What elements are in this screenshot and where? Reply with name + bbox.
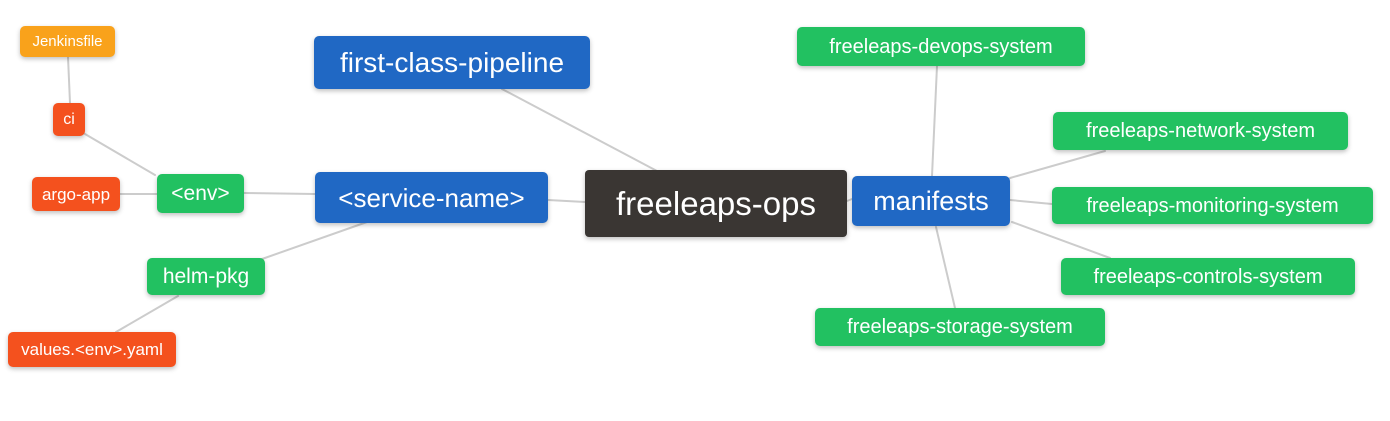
node-freeleaps-storage-system[interactable]: freeleaps-storage-system (815, 308, 1105, 346)
edge-pipeline-root (501, 88, 658, 172)
node-argo-app[interactable]: argo-app (32, 177, 120, 211)
node-service-name[interactable]: <service-name> (315, 172, 548, 223)
node-ci[interactable]: ci (53, 103, 85, 136)
node-freeleaps-monitoring-system[interactable]: freeleaps-monitoring-system (1052, 187, 1373, 224)
edge-servicename-root (547, 199, 586, 203)
node-values-env-yaml[interactable]: values.<env>.yaml (8, 332, 176, 367)
edge-manifests-monitoring (1009, 199, 1053, 205)
node-root-freeleaps-ops[interactable]: freeleaps-ops (585, 170, 847, 237)
edge-jenkinsfile-ci (67, 56, 71, 104)
node-jenkinsfile[interactable]: Jenkinsfile (20, 26, 115, 57)
edge-env-servicename (243, 192, 316, 195)
edge-manifests-storage (935, 226, 956, 309)
edge-values-helmpkg (115, 295, 179, 333)
edge-ci-env (84, 133, 156, 176)
edge-root-manifests (846, 198, 853, 202)
node-helm-pkg[interactable]: helm-pkg (147, 258, 265, 295)
node-manifests[interactable]: manifests (852, 176, 1010, 226)
node-env[interactable]: <env> (157, 174, 244, 213)
edge-manifests-network (1009, 150, 1106, 179)
node-first-class-pipeline[interactable]: first-class-pipeline (314, 36, 590, 89)
node-freeleaps-devops-system[interactable]: freeleaps-devops-system (797, 27, 1085, 66)
edge-manifests-controls (1011, 221, 1111, 259)
node-freeleaps-network-system[interactable]: freeleaps-network-system (1053, 112, 1348, 150)
edge-manifests-devops (931, 65, 938, 177)
edge-helmpkg-servicename (261, 221, 368, 260)
node-freeleaps-controls-system[interactable]: freeleaps-controls-system (1061, 258, 1355, 295)
